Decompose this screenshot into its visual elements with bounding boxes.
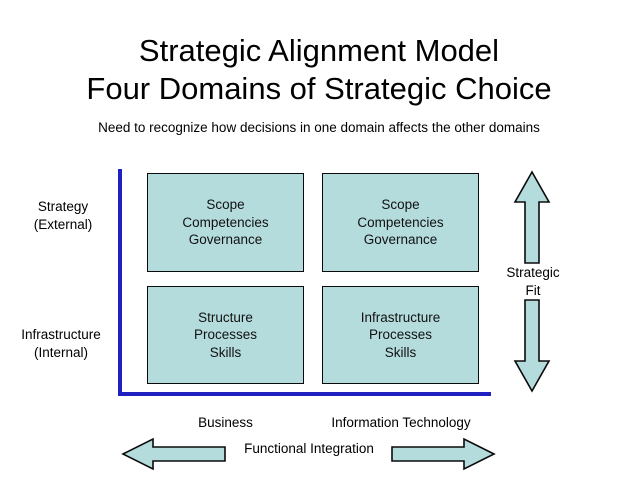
strategic-fit-line-2: Fit <box>525 283 541 298</box>
row-label-strategy: Strategy (External) <box>12 198 114 234</box>
row-label-strategy-line-1: Strategy <box>37 199 89 214</box>
row-label-strategy-line-2: (External) <box>33 217 93 232</box>
row-label-infrastructure-line-1: Infrastructure <box>21 327 101 342</box>
arrow-left-icon <box>121 437 227 471</box>
quadrant-top-right-line-1: Scope <box>381 197 420 213</box>
quadrant-box-top-right: Scope Competencies Governance <box>322 173 479 272</box>
quadrant-bottom-left-line-2: Processes <box>193 327 258 343</box>
axis-horizontal-line <box>118 392 491 396</box>
arrow-right-icon <box>390 437 496 471</box>
quadrant-box-bottom-right: Infrastructure Processes Skills <box>322 286 479 384</box>
axis-vertical-line <box>118 169 122 396</box>
column-label-business: Business <box>198 415 253 430</box>
quadrant-bottom-right-line-3: Skills <box>384 344 417 360</box>
quadrant-top-left-line-1: Scope <box>206 197 245 213</box>
row-label-infrastructure: Infrastructure (Internal) <box>6 326 116 362</box>
arrow-up-icon <box>513 170 551 264</box>
strategic-fit-label: Strategic Fit <box>490 264 576 300</box>
arrow-down-icon <box>513 299 551 393</box>
page-title-line-1: Strategic Alignment Model <box>138 33 500 68</box>
quadrant-top-right-line-3: Governance <box>363 232 438 248</box>
column-label-information-technology: Information Technology <box>331 415 471 430</box>
quadrant-bottom-left-line-3: Skills <box>209 344 242 360</box>
quadrant-bottom-right-line-1: Infrastructure <box>360 309 441 325</box>
row-label-infrastructure-line-2: (Internal) <box>33 345 89 360</box>
quadrant-box-bottom-left: Structure Processes Skills <box>147 286 304 384</box>
page-subtitle: Need to recognize how decisions in one d… <box>98 120 540 135</box>
quadrant-bottom-left-line-1: Structure <box>198 309 253 325</box>
quadrant-bottom-right-line-2: Processes <box>368 327 433 343</box>
title-block: Strategic Alignment Model Four Domains o… <box>0 32 638 108</box>
quadrant-top-left-line-2: Competencies <box>182 214 269 230</box>
quadrant-box-top-left: Scope Competencies Governance <box>147 173 304 272</box>
quadrant-top-left-line-3: Governance <box>188 232 263 248</box>
functional-integration-label: Functional Integration <box>244 441 374 456</box>
strategic-fit-line-1: Strategic <box>506 265 560 280</box>
quadrant-top-right-line-2: Competencies <box>357 214 444 230</box>
page-title-line-2: Four Domains of Strategic Choice <box>86 71 552 106</box>
